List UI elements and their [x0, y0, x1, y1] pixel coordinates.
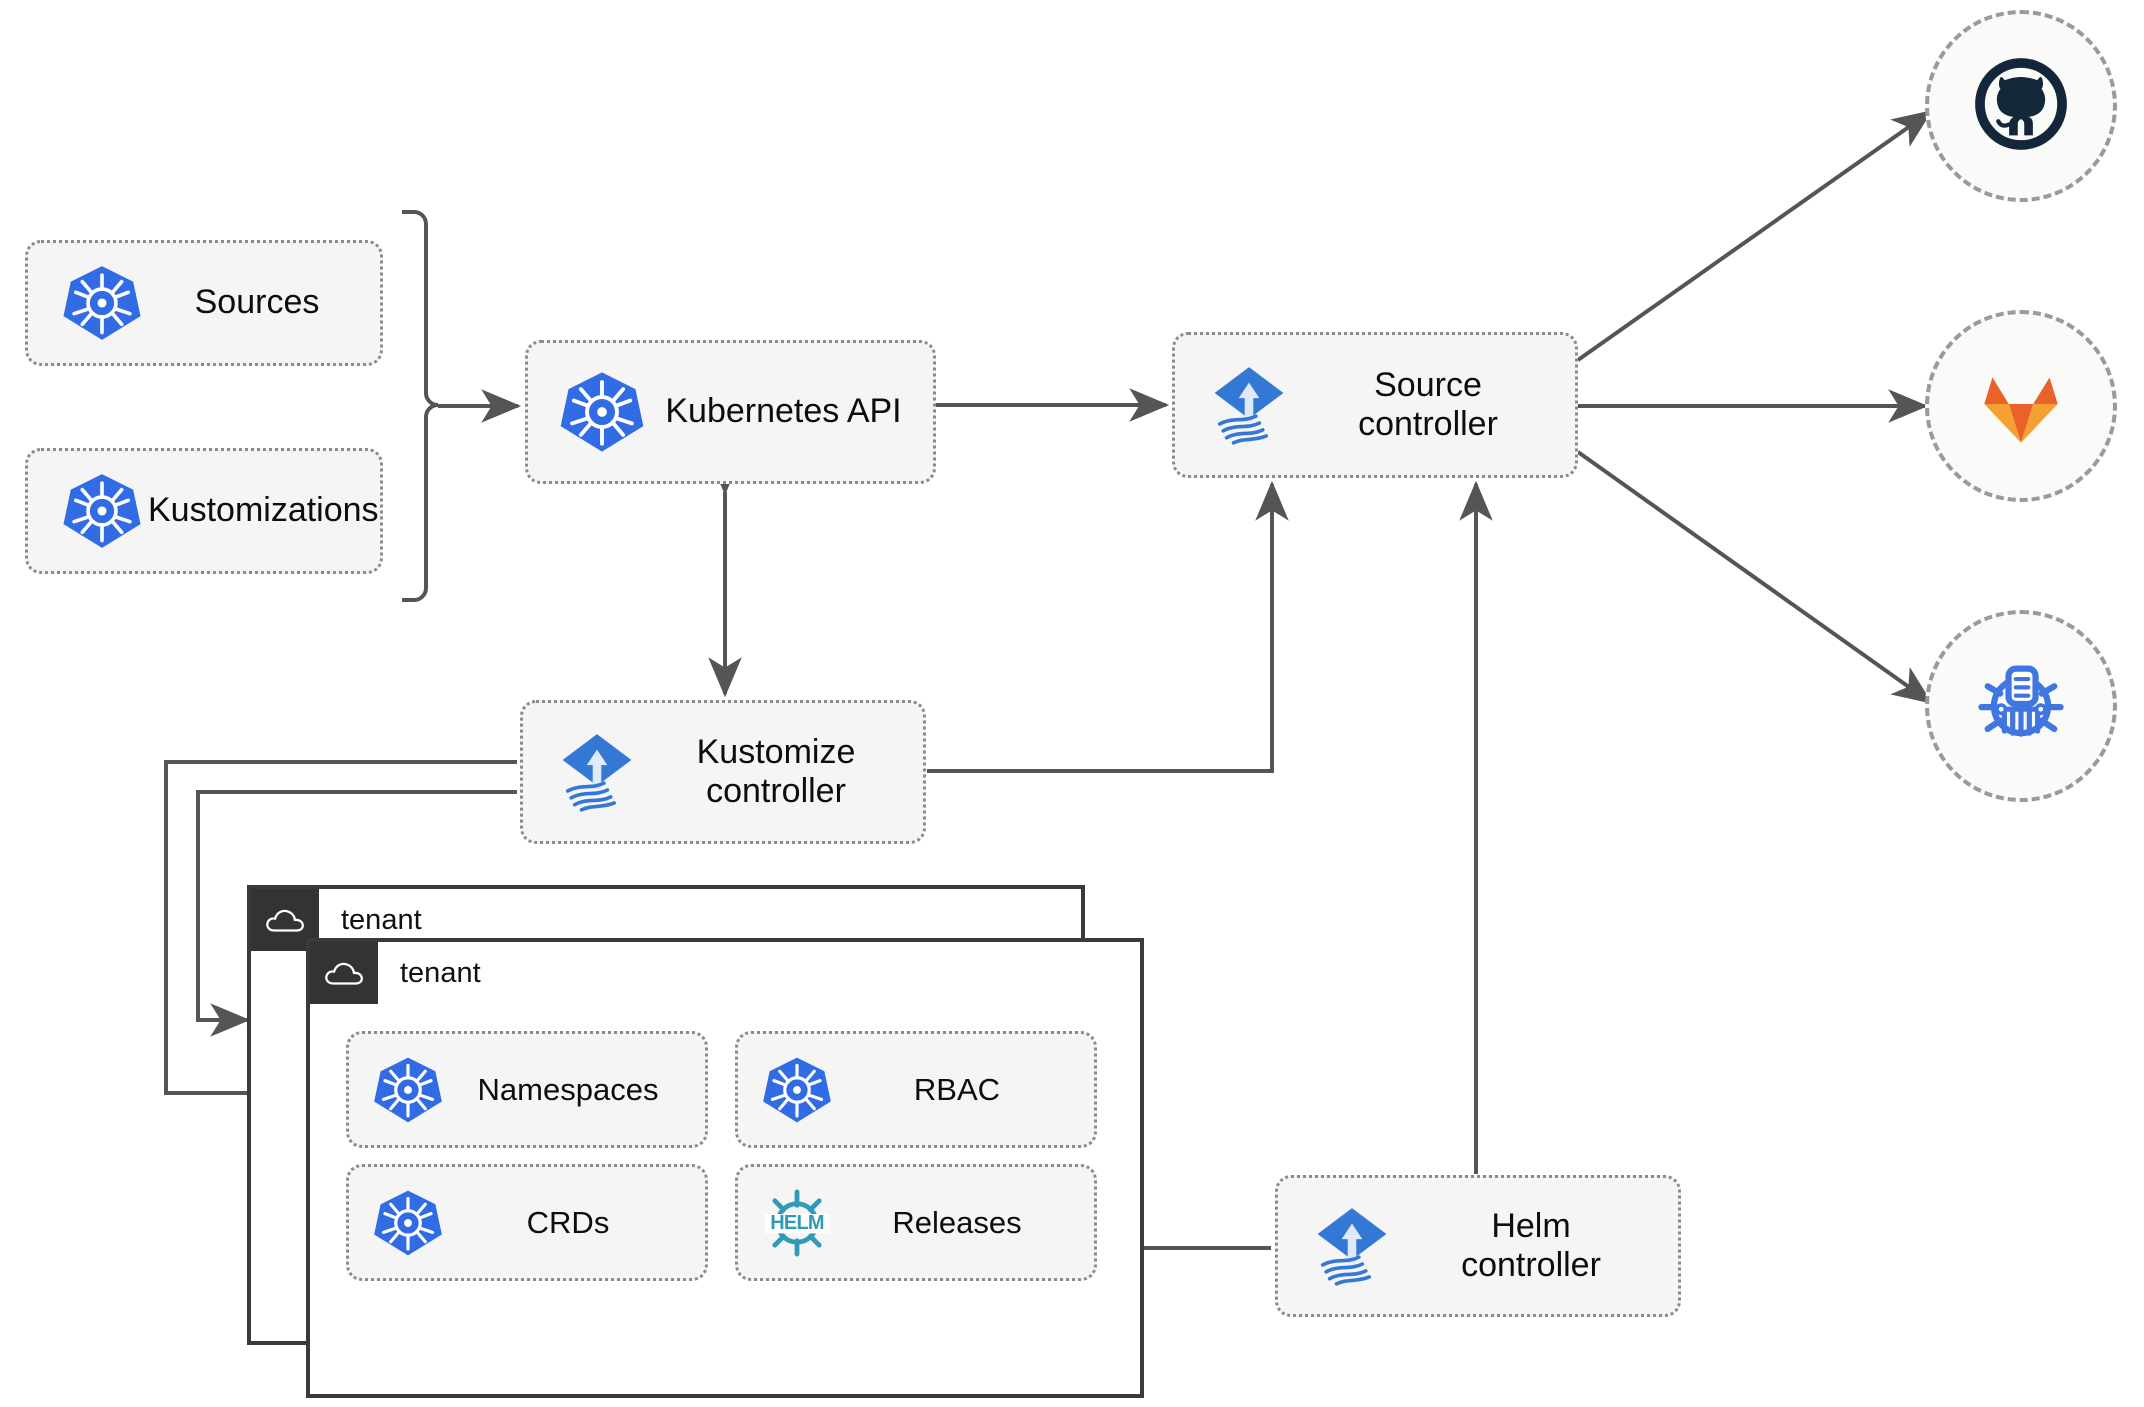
- kubernetes-icon: [760, 1053, 834, 1127]
- node-kustomize-controller-label: Kustomize controller: [696, 732, 856, 810]
- edge-source-controller-github: [1576, 110, 1933, 362]
- node-source-controller[interactable]: Source controller: [1172, 332, 1578, 478]
- flux-icon: [551, 726, 643, 818]
- node-rbac-label: RBAC: [913, 1071, 1001, 1107]
- flux-icon: [1203, 359, 1295, 451]
- node-kustomizations[interactable]: Kustomizations: [25, 448, 383, 574]
- edge-sources-brace: [402, 210, 439, 602]
- tenant-container-2[interactable]: tenant Namespaces: [306, 938, 1144, 1398]
- helm-icon: HELM: [760, 1186, 834, 1260]
- edge-kustomize-controller-source-controller: [927, 480, 1289, 773]
- svg-text:HELM: HELM: [770, 1211, 824, 1233]
- edge-source-controller-registry: [1576, 450, 1933, 704]
- cloud-icon: [310, 942, 378, 1004]
- kubernetes-icon: [371, 1053, 445, 1127]
- node-helm-controller-label: Helm controller: [1461, 1206, 1601, 1284]
- node-sources-label: Sources: [194, 283, 320, 322]
- node-kubernetes-api[interactable]: Kubernetes API: [525, 340, 936, 484]
- kubernetes-icon: [371, 1186, 445, 1260]
- kubernetes-icon: [56, 465, 148, 557]
- flux-icon: [1306, 1200, 1398, 1292]
- node-namespaces-label: Namespaces: [477, 1071, 659, 1107]
- node-crds-label: CRDs: [526, 1204, 610, 1240]
- oci-registry-icon: [1969, 652, 2073, 761]
- node-kubernetes-api-label: Kubernetes API: [665, 392, 902, 431]
- node-releases[interactable]: HELM Releases: [735, 1164, 1097, 1281]
- gitlab-icon: [1970, 353, 2072, 460]
- tenant-name-1: tenant: [341, 903, 422, 936]
- node-helm-controller[interactable]: Helm controller: [1275, 1175, 1681, 1317]
- node-source-controller-label: Source controller: [1358, 365, 1498, 443]
- node-sources[interactable]: Sources: [25, 240, 383, 366]
- node-namespaces[interactable]: Namespaces: [346, 1031, 708, 1148]
- node-releases-label: Releases: [892, 1204, 1022, 1240]
- node-kustomize-controller[interactable]: Kustomize controller: [520, 700, 926, 844]
- node-rbac[interactable]: RBAC: [735, 1031, 1097, 1148]
- provider-github[interactable]: [1925, 10, 2117, 202]
- github-icon: [1967, 50, 2075, 163]
- provider-container-registry[interactable]: [1925, 610, 2117, 802]
- provider-gitlab[interactable]: [1925, 310, 2117, 502]
- node-kustomizations-label: Kustomizations: [148, 491, 379, 530]
- kubernetes-icon: [56, 257, 148, 349]
- node-crds[interactable]: CRDs: [346, 1164, 708, 1281]
- tenant-name-2: tenant: [400, 956, 481, 989]
- kubernetes-icon: [556, 366, 648, 458]
- tenant-titlebar-2: tenant: [310, 942, 481, 1004]
